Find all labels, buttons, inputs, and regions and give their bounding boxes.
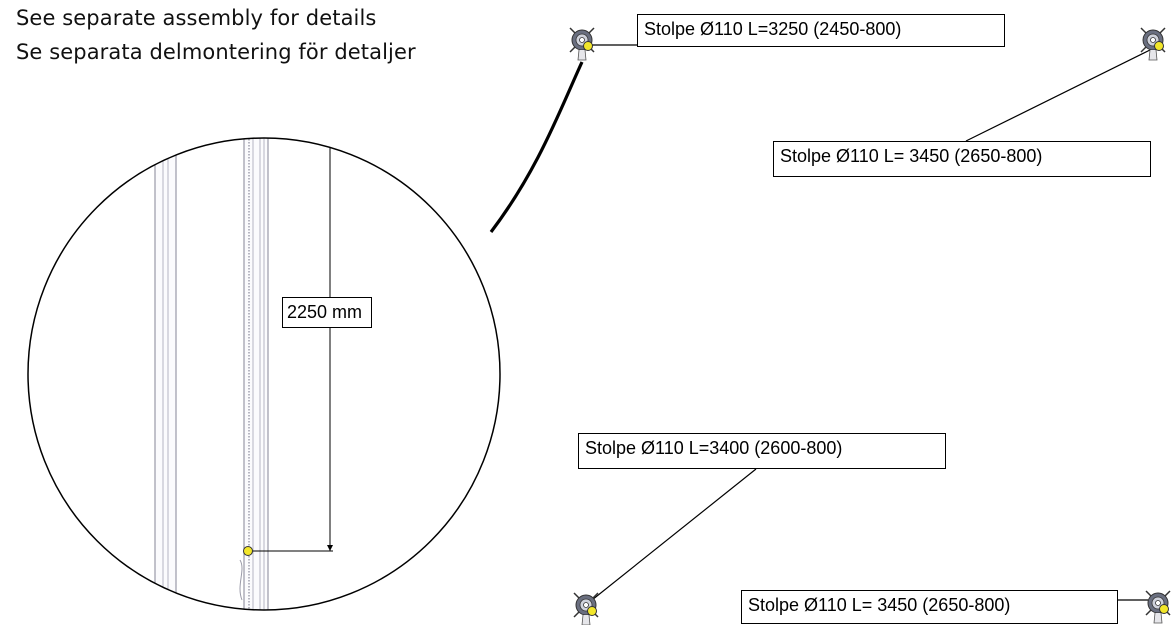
dimension-line	[248, 138, 333, 552]
leader-line-2	[965, 49, 1151, 142]
post-label-1: Stolpe Ø110 L=3250 (2450-800)	[637, 14, 1005, 47]
pole-left	[154, 139, 177, 610]
post-base-icon	[569, 27, 595, 61]
marker-bottom	[243, 546, 253, 556]
post-base-icon	[1140, 27, 1166, 61]
post-label-3: Stolpe Ø110 L=3400 (2600-800)	[578, 433, 946, 469]
note-swedish: Se separata delmontering för detaljer	[16, 40, 416, 64]
leader-line-3	[591, 468, 757, 601]
marker-top	[244, 108, 253, 117]
dimension-label: 2250 mm	[282, 297, 372, 328]
detail-circle	[27, 108, 501, 611]
post-label-4: Stolpe Ø110 L= 3450 (2650-800)	[741, 590, 1118, 624]
post-base-icon	[1145, 590, 1171, 624]
note-english: See separate assembly for details	[16, 6, 377, 30]
post-label-2: Stolpe Ø110 L= 3450 (2650-800)	[773, 141, 1151, 177]
pole-right	[239, 138, 269, 610]
detail-connector	[489, 61, 584, 233]
